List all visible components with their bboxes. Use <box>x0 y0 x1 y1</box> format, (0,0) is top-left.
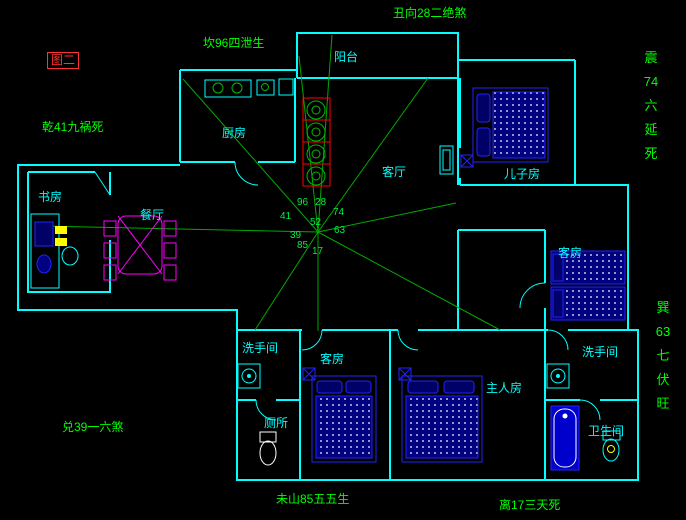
tv-symbol <box>439 145 454 175</box>
toilet-west-symbol <box>259 431 277 466</box>
room-label-living-room: 客厅 <box>382 165 407 179</box>
compass-number-sw: 85 <box>297 240 309 251</box>
compass-number-e: 74 <box>333 207 345 218</box>
annotation-left: 乾41九祸死 <box>42 120 104 134</box>
washbasin-west-symbol <box>237 363 261 389</box>
kitchen-stove-symbol <box>204 79 252 98</box>
annotation-right-upper: 震 74 六 延 死 <box>643 50 659 161</box>
sofa-plants-symbol <box>302 97 331 187</box>
annotation-bottom-center: 未山85五五生 <box>276 492 350 506</box>
annotation-bottom-left: 兑39一六煞 <box>62 420 124 434</box>
bed-son-room-symbol <box>472 87 549 163</box>
figure-label: 图二 <box>47 52 80 69</box>
room-label-balcony: 阳台 <box>334 50 359 64</box>
annotation-bottom-right: 离17三天死 <box>499 498 561 512</box>
room-label-study: 书房 <box>38 190 63 204</box>
room-label-dining-room: 餐厅 <box>140 208 165 222</box>
compass-number-nw: 41 <box>280 211 292 222</box>
room-label-guest-room-east: 客房 <box>558 246 583 260</box>
compass-number-n: 96 <box>297 197 309 208</box>
room-label-kitchen: 厨房 <box>222 126 247 140</box>
room-label-guest-room-south: 客房 <box>320 352 345 366</box>
bed-guest-south-symbol <box>311 375 377 463</box>
dining-table-symbol <box>103 215 177 281</box>
bathtub-symbol <box>550 405 580 471</box>
annotation-right-lower: 巽 63 七 伏 旺 <box>655 300 671 411</box>
compass-number-ne: 28 <box>315 197 327 208</box>
study-desk-symbol <box>30 213 79 289</box>
compass-number-center: 52 <box>310 217 322 228</box>
room-label-master-room: 主人房 <box>486 381 523 395</box>
toilet-east-symbol <box>602 430 621 462</box>
door-arcs <box>94 161 601 421</box>
door-marker-symbols <box>302 154 474 381</box>
walls <box>17 32 639 481</box>
washbasin-east-symbol <box>546 363 570 389</box>
room-label-toilet: 厕所 <box>264 416 289 430</box>
room-label-son-room: 儿子房 <box>504 167 541 181</box>
compass-number-s: 17 <box>312 246 324 257</box>
room-label-bathroom: 卫生间 <box>588 424 625 438</box>
room-label-washroom-west: 洗手间 <box>242 341 279 355</box>
beds-guest-east-symbol <box>550 250 626 321</box>
room-label-washroom-east: 洗手间 <box>582 345 619 359</box>
bed-master-symbol <box>401 375 483 463</box>
compass-number-w: 39 <box>290 230 302 241</box>
compass-number-se: 63 <box>334 225 346 236</box>
kitchen-sink-symbol <box>256 78 294 96</box>
annotation-top-center: 丑向28二绝煞 <box>393 6 467 20</box>
annotation-top-left: 坎96四泄生 <box>203 36 265 50</box>
